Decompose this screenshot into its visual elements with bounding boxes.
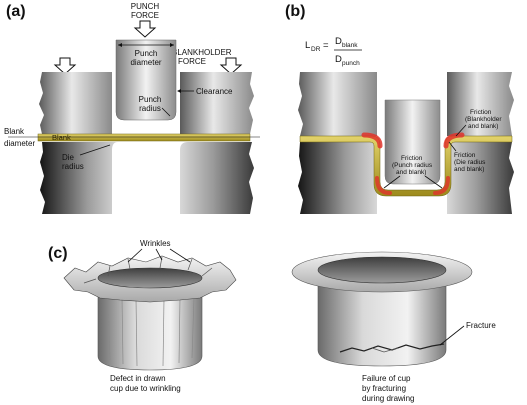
clearance-arrow-icon — [177, 89, 181, 93]
drawing-die-label: Drawing die — [19, 167, 26, 204]
panel-a-letter: (a) — [6, 3, 26, 20]
blank-diameter-label-2: diameter — [4, 139, 35, 148]
friction-blankholder-label-2: (Blankholder — [465, 116, 502, 123]
drawing-die-left — [40, 142, 118, 214]
friction-zone-punch-right — [433, 176, 450, 195]
blank-diameter-label-1: Blank — [4, 127, 25, 136]
ldr-symbol: L — [305, 40, 310, 51]
drawing-die-right-b — [447, 142, 514, 214]
drawn-cup-b — [299, 135, 513, 197]
blankholder-right-b — [447, 72, 514, 136]
die-radius-label-2: radius — [62, 162, 84, 171]
panel-c-letter: (c) — [48, 245, 68, 262]
friction-punch-leader-left — [383, 175, 401, 189]
panel-b-letter: (b) — [285, 3, 305, 20]
caption-right-3: during drawing — [362, 394, 414, 403]
friction-die-leader — [448, 141, 457, 152]
equals-sign: = — [323, 40, 329, 51]
friction-blankholder-leader — [455, 124, 467, 137]
blank-sheet — [37, 133, 251, 142]
friction-zone-punch-left — [375, 176, 392, 195]
blankholder-right — [180, 72, 254, 134]
blank-label: Blank — [52, 133, 71, 142]
punch-radius-label-1: Punch — [139, 95, 162, 104]
fracture-label: Fracture — [466, 321, 496, 330]
blankholder-force-label-2: FORCE — [178, 57, 206, 66]
fractured-cup-opening — [317, 256, 447, 284]
punch — [115, 39, 177, 121]
wrinkles-leader-1 — [127, 248, 143, 263]
blankholder-force-arrow-left-icon — [53, 57, 77, 75]
denominator-d: D — [335, 54, 342, 65]
friction-punch-label-1: Friction — [401, 155, 423, 162]
wrinkled-cup-streaks — [107, 295, 195, 367]
drawing-die-left-b — [298, 142, 377, 214]
wrinkles-label: Wrinkles — [140, 239, 171, 248]
caption-left-2: cup due to wrinkling — [110, 384, 181, 393]
wrinkled-cup — [63, 255, 237, 371]
fracture-leader — [439, 325, 465, 346]
punch-b — [384, 99, 441, 185]
friction-blankholder-label-3: and blank) — [468, 123, 498, 130]
die-radius-leader — [79, 144, 111, 156]
wrinkles-leader-2 — [155, 248, 163, 261]
friction-punch-label-2: (Punch radius — [392, 162, 433, 169]
friction-zone-left-die — [361, 132, 383, 149]
friction-die-label-3: and blank) — [454, 166, 484, 173]
friction-blankholder-label-1: Friction — [470, 109, 492, 116]
blankholder-label: Blankholder — [19, 85, 26, 123]
caption-left-1: Defect in drawn — [110, 374, 166, 383]
friction-punch-leader-right — [424, 175, 443, 189]
friction-punch-label-3: and blank) — [396, 169, 426, 176]
panel-a: (a) PUNCH FORCE BLANKHOLDER FORCE Punch … — [4, 2, 260, 214]
denominator-subscript: punch — [342, 60, 360, 67]
blankholder-force-arrow-right-icon — [219, 57, 243, 75]
friction-die-label-2: (Die radius — [454, 159, 486, 166]
punch-radius-leader — [161, 107, 171, 117]
wrinkled-cup-body — [97, 288, 203, 371]
blankholder-force-label-1: BLANKHOLDER — [172, 48, 232, 57]
numerator-d: D — [335, 36, 342, 47]
fractured-cup-body — [317, 284, 447, 367]
friction-zone-right-die — [443, 132, 465, 149]
die-radius-label-1: Die — [62, 153, 75, 162]
fracture-crack-2 — [371, 347, 399, 353]
caption-right-2: by fracturing — [362, 384, 406, 393]
punch-radius-label-2: radius — [139, 104, 161, 113]
blankholder-left — [39, 72, 112, 134]
punch-force-arrow-icon — [133, 20, 157, 38]
clearance-label: Clearance — [196, 87, 233, 96]
drawing-die-right — [180, 142, 254, 214]
fractured-cup — [291, 251, 473, 367]
friction-zones — [361, 132, 465, 195]
caption-right-1: Failure of cup — [362, 374, 411, 383]
panel-c: (c) — [48, 239, 496, 403]
ldr-subscript: DR — [311, 46, 321, 53]
wrinkled-cup-opening — [97, 267, 203, 289]
punch-diameter-label-2: diameter — [130, 58, 161, 67]
panel-b: (b) L DR = D blank D punch — [285, 3, 514, 214]
limiting-draw-ratio-equation: L DR = D blank D punch — [305, 36, 362, 67]
numerator-subscript: blank — [342, 42, 358, 49]
wrinkles-leader-3 — [169, 248, 191, 263]
friction-die-label-1: Friction — [454, 152, 476, 159]
blankholder-left-b — [298, 72, 377, 136]
punch-force-label-2: FORCE — [131, 11, 159, 20]
punch-force-label-1: PUNCH — [131, 2, 160, 11]
punch-diameter-label-1: Punch — [135, 49, 158, 58]
